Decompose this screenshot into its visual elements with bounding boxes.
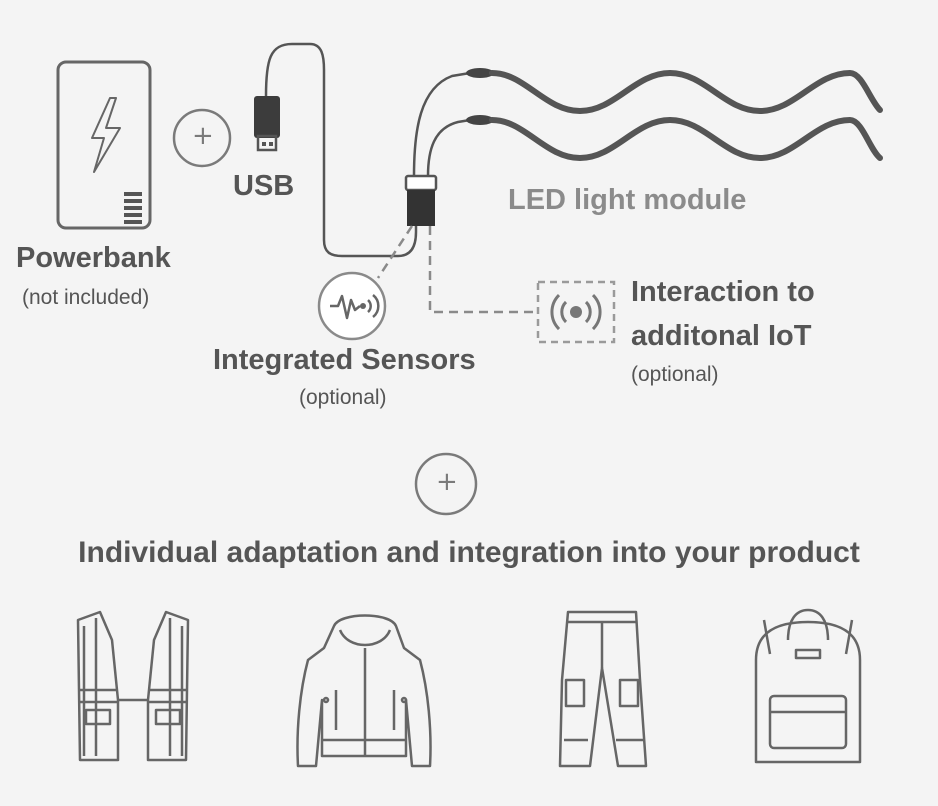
wireless-signal-icon xyxy=(536,280,616,344)
led-controller-icon xyxy=(404,68,494,226)
plus-icon xyxy=(414,452,478,516)
usb-plug-icon xyxy=(254,96,280,152)
iot-note: (optional) xyxy=(631,363,719,386)
usb-cable xyxy=(264,42,418,258)
led-title: LED light module xyxy=(508,184,747,216)
sensors-note: (optional) xyxy=(299,386,387,409)
iot-title-line2: additonal IoT xyxy=(631,320,812,352)
backpack-icon xyxy=(754,608,862,764)
sensor-icon xyxy=(317,271,387,341)
safety-vest-icon xyxy=(76,610,190,762)
led-strip-icon xyxy=(489,69,883,162)
integration-title: Individual adaptation and integration in… xyxy=(78,536,860,569)
plus-sign: + xyxy=(436,467,458,497)
iot-title-line1: Interaction to xyxy=(631,276,815,308)
powerbank-title: Powerbank xyxy=(16,242,171,274)
powerbank-icon xyxy=(56,60,152,230)
trousers-icon xyxy=(558,610,648,768)
plus-icon xyxy=(172,108,232,168)
usb-title: USB xyxy=(233,170,295,202)
powerbank-note: (not included) xyxy=(22,286,150,309)
jacket-icon xyxy=(296,614,432,768)
sensors-title: Integrated Sensors xyxy=(213,344,476,376)
iot-connector-line xyxy=(428,226,538,314)
sensor-connector-line xyxy=(376,225,414,279)
plus-sign: + xyxy=(192,121,214,151)
